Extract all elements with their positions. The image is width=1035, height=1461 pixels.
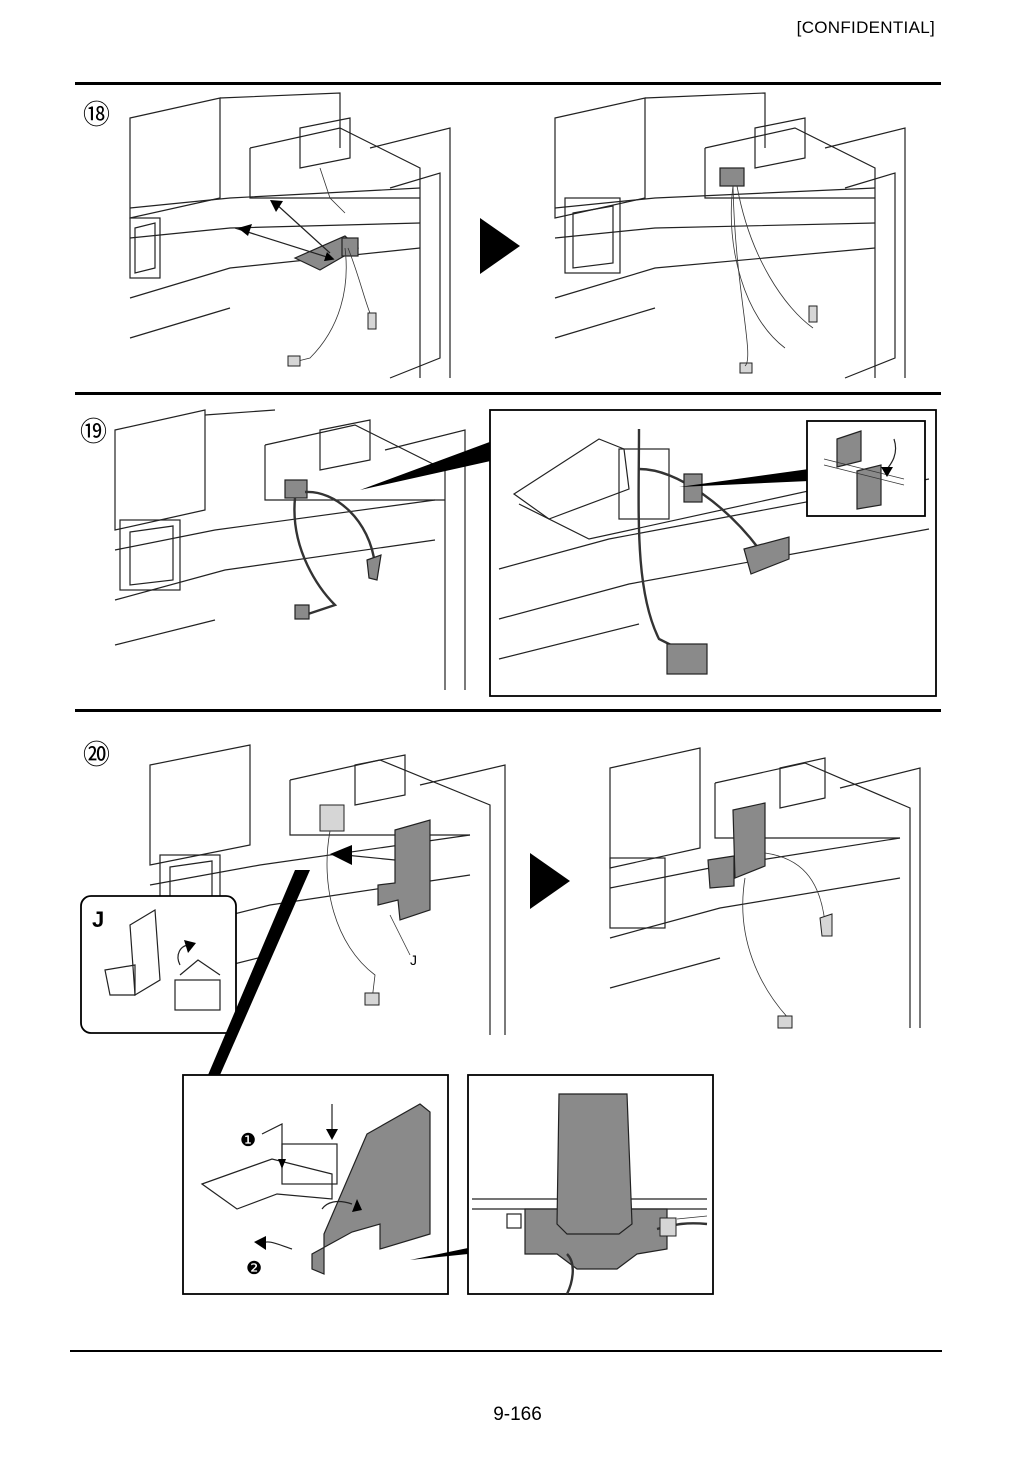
detail-wedge (208, 870, 310, 1075)
step18-before-illustration (129, 92, 451, 379)
step20-after-illustration (609, 747, 921, 1029)
detail-link-wedge (410, 1248, 468, 1260)
part-j-label: J (92, 907, 104, 932)
page-number: 9-166 (493, 1404, 542, 1425)
next-arrow-icon (530, 853, 570, 909)
step19-illustration (114, 409, 466, 690)
step-number-19: ⑲ (80, 417, 107, 448)
step19-detail-inset (489, 409, 937, 697)
callout-label-j: J (410, 952, 417, 968)
step20-detail-result (467, 1074, 714, 1295)
section-divider (75, 709, 941, 712)
callout-wedge (360, 440, 495, 490)
sub-step-2-marker: ❷ (246, 1258, 262, 1278)
section-divider (75, 392, 941, 395)
part-j-inset: J (80, 895, 237, 1034)
step-number-18: ⑱ (83, 100, 110, 131)
next-arrow-icon (480, 218, 520, 274)
footer-rule (70, 1350, 942, 1352)
section-divider (75, 82, 941, 85)
step18-after-illustration (554, 92, 906, 379)
step-number-20: ⑳ (83, 740, 110, 771)
confidential-header: [CONFIDENTIAL] (796, 18, 935, 37)
step20-detail-assembly: ❶ ❷ (182, 1074, 449, 1295)
sub-step-1-marker: ❶ (240, 1130, 256, 1150)
